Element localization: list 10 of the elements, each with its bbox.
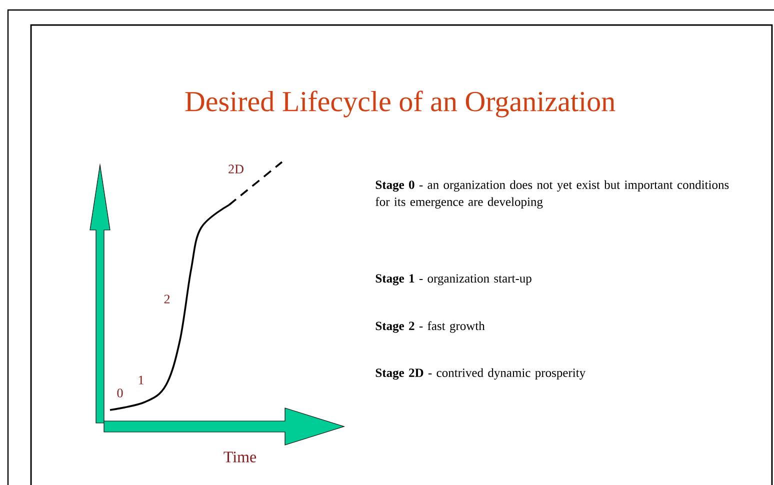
stage-description: Stage 2D - contrived dynamic prosperity xyxy=(376,368,586,380)
stage-description: Stage 2 - fast growth xyxy=(376,321,485,333)
stage-number: 0 xyxy=(117,388,123,398)
axis-label: Time xyxy=(224,452,256,462)
stage-number: 2 xyxy=(164,294,170,304)
stage-number: 2D xyxy=(228,164,244,174)
stage-number: 1 xyxy=(138,376,144,384)
stage-description: Stage 0 - an organization does not yet exist but important conditions for its emergence are developing xyxy=(376,180,729,209)
stage-description: Stage 1 - organization start-up xyxy=(376,274,532,286)
slide-title: Desired Lifecycle of an Organization xyxy=(185,90,616,118)
